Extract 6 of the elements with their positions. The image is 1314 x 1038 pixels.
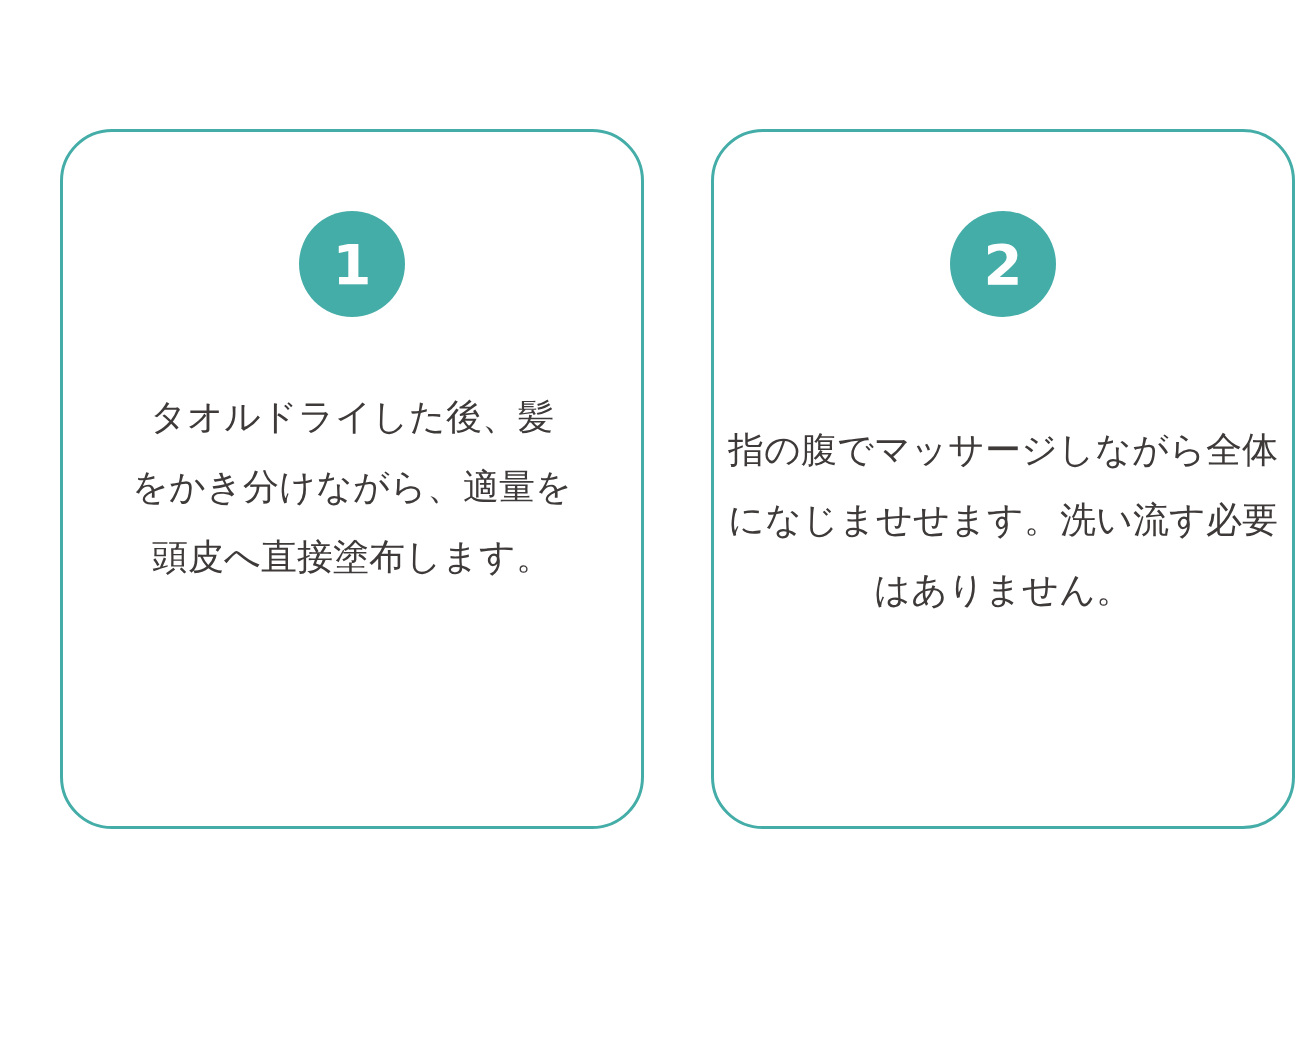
step-number: 2	[950, 211, 1056, 317]
step-number: 1	[299, 211, 405, 317]
step-card	[60, 129, 644, 829]
step-card	[711, 129, 1295, 829]
step-description: タオルドライした後、髪をかき分けながら、適量を頭皮へ直接塗布します。	[132, 395, 572, 580]
step-description: 指の腹でマッサージしながら全体になじませせます。洗い流す必要はありません。	[727, 428, 1279, 613]
